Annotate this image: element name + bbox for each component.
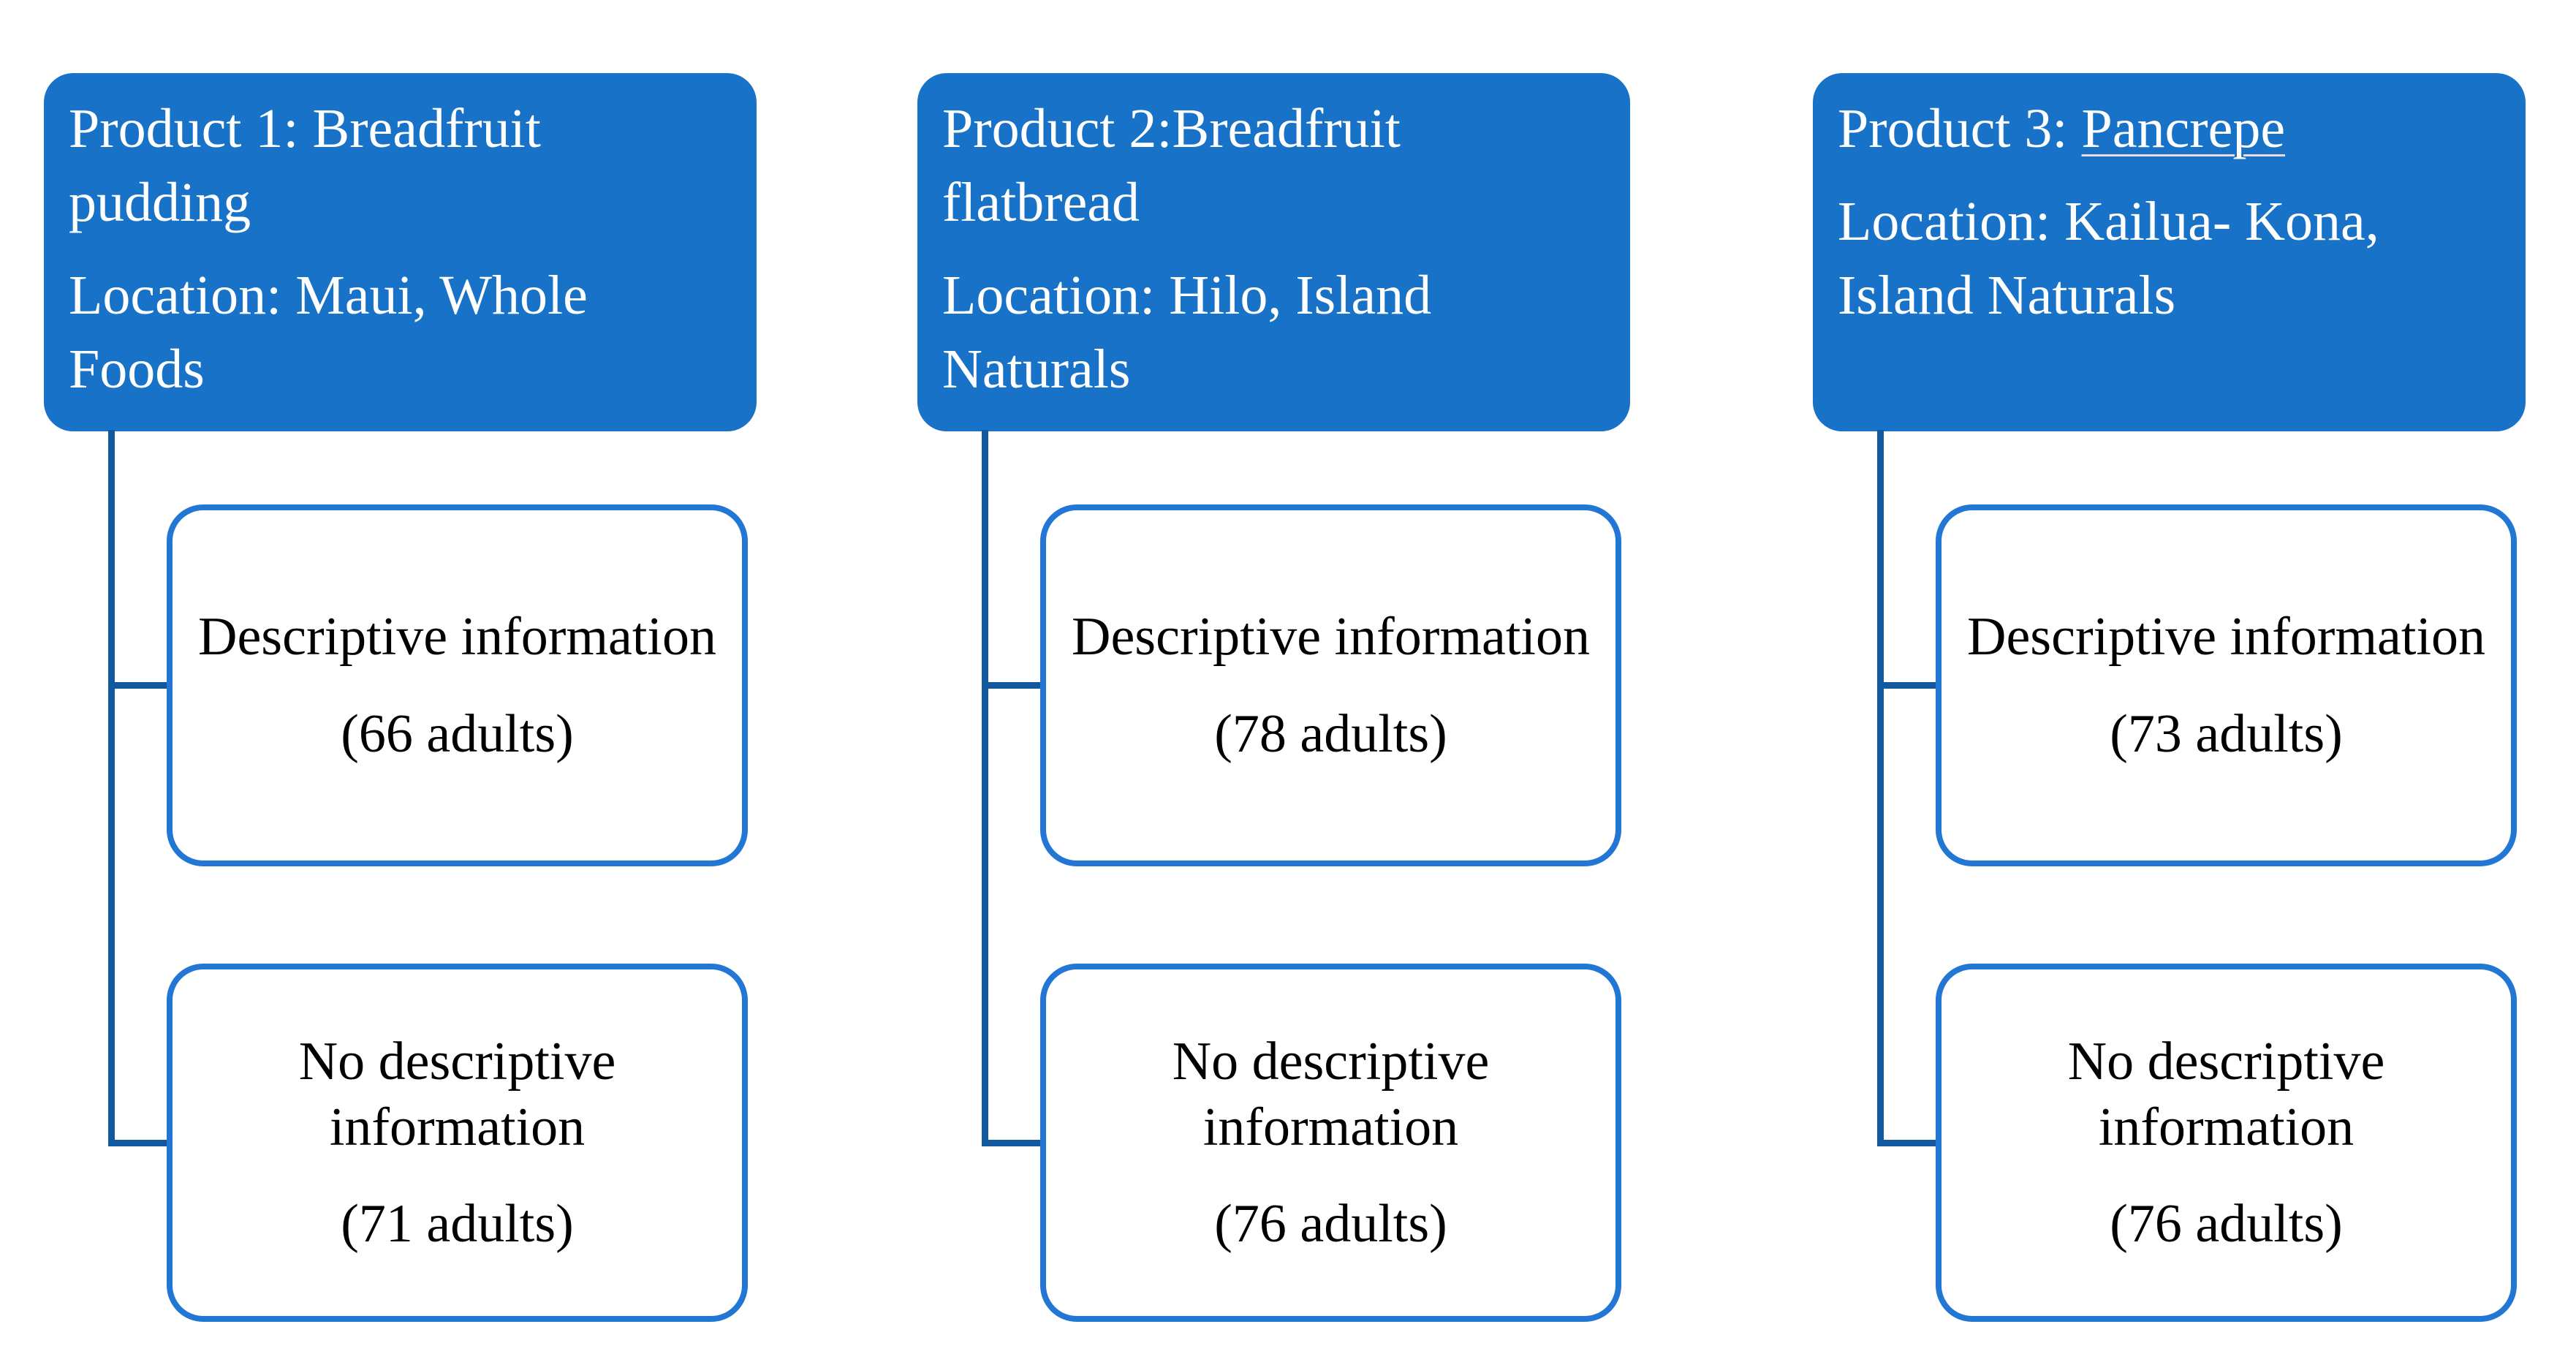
group-count: (73 adults) <box>2110 703 2343 764</box>
product-1-no-descriptive-box: No descriptive information (71 adults) <box>167 964 748 1322</box>
connector-line-vertical <box>1877 430 1884 1146</box>
connector-line-stub <box>1877 682 1944 689</box>
group-label: No descriptive information <box>1172 1031 1490 1157</box>
product-3-title-underlined: Pancrepe <box>2081 98 2286 159</box>
product-1-descriptive-box: Descriptive information (66 adults) <box>167 504 748 866</box>
product-column-3: Product 3: Pancrepe Location: Kailua- Ko… <box>1813 0 2526 1354</box>
group-label: No descriptive information <box>2067 1031 2385 1157</box>
group-label: Descriptive information <box>198 607 716 667</box>
product-3-title: Product 3: Pancrepe <box>1838 92 2501 166</box>
product-3-no-descriptive-box: No descriptive information (76 adults) <box>1936 964 2517 1322</box>
connector-line-stub <box>1877 1140 1944 1146</box>
connector-line-stub <box>108 1140 175 1146</box>
product-1-header-box: Product 1: Breadfruit pudding Location: … <box>44 73 757 431</box>
product-2-title: Product 2:Breadfruit flatbread <box>942 92 1605 240</box>
connector-line-vertical <box>982 430 988 1146</box>
connector-line-stub <box>982 1140 1049 1146</box>
connector-line-stub <box>982 682 1049 689</box>
product-2-header-box: Product 2:Breadfruit flatbread Location:… <box>917 73 1630 431</box>
product-2-location: Location: Hilo, Island Naturals <box>942 265 1432 401</box>
product-1-title: Product 1: Breadfruit pudding <box>69 92 732 240</box>
product-2-descriptive-box: Descriptive information (78 adults) <box>1040 504 1621 866</box>
product-column-1: Product 1: Breadfruit pudding Location: … <box>44 0 757 1354</box>
group-count: (66 adults) <box>341 703 574 764</box>
group-count: (71 adults) <box>341 1194 574 1255</box>
group-count: (76 adults) <box>2110 1194 2343 1255</box>
product-2-no-descriptive-box: No descriptive information (76 adults) <box>1040 964 1621 1322</box>
product-2-title-text: Product 2:Breadfruit flatbread <box>942 98 1401 234</box>
product-3-location: Location: Kailua- Kona, Island Naturals <box>1838 191 2379 327</box>
group-count: (76 adults) <box>1214 1194 1447 1255</box>
product-3-header-box: Product 3: Pancrepe Location: Kailua- Ko… <box>1813 73 2526 431</box>
connector-line-stub <box>108 682 175 689</box>
connector-line-vertical <box>108 430 115 1146</box>
group-label: No descriptive information <box>298 1031 616 1157</box>
group-count: (78 adults) <box>1214 703 1447 764</box>
product-column-2: Product 2:Breadfruit flatbread Location:… <box>917 0 1630 1354</box>
product-1-location: Location: Maui, Whole Foods <box>69 265 588 401</box>
group-label: Descriptive information <box>1967 607 2485 667</box>
product-3-descriptive-box: Descriptive information (73 adults) <box>1936 504 2517 866</box>
group-label: Descriptive information <box>1072 607 1590 667</box>
product-1-title-text: Product 1: Breadfruit pudding <box>69 98 541 234</box>
product-3-title-text: Product 3: <box>1838 98 2082 159</box>
